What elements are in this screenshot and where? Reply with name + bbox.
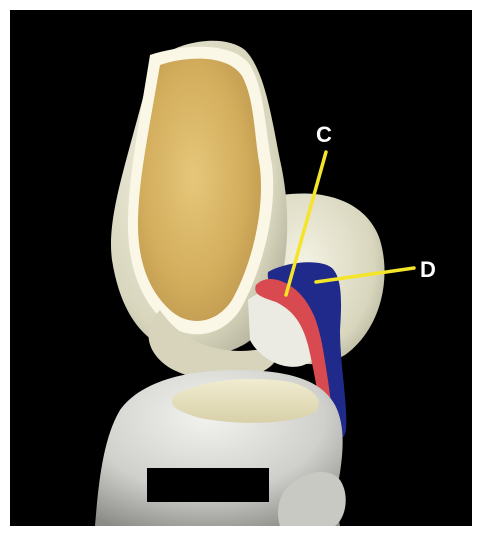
knee-anatomy-figure: C D [10, 10, 472, 526]
knee-illustration: C D [10, 10, 472, 526]
label-c: C [316, 122, 332, 147]
label-d: D [420, 257, 436, 282]
redaction-bar [147, 468, 269, 502]
